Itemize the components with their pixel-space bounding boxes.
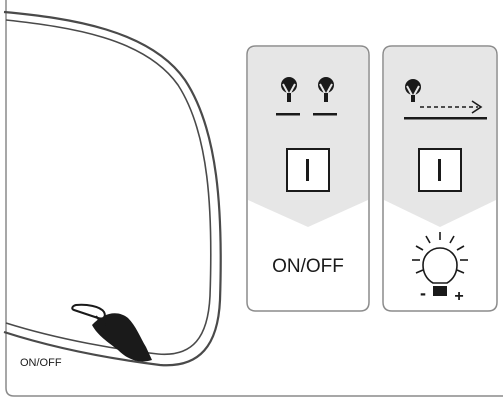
panel-top-section [384, 47, 496, 227]
mirror-caption: ON/OFF [20, 357, 62, 369]
dimmer-plus-label: + [454, 288, 463, 305]
mirror-illustration: ON/OFF [4, 12, 221, 369]
switch-button-icon [419, 149, 461, 191]
panel-top-section [248, 47, 368, 227]
panel-result-label: ON/OFF [272, 256, 344, 277]
dimmer-minus-label: - [420, 283, 426, 303]
mirror-outer-edge [4, 12, 221, 365]
mirror-inner-edge [6, 20, 211, 354]
panel-double-tap: ON/OFF [247, 46, 369, 311]
switch-button-icon [287, 149, 329, 191]
panel-tap-swipe: - + [383, 46, 497, 311]
